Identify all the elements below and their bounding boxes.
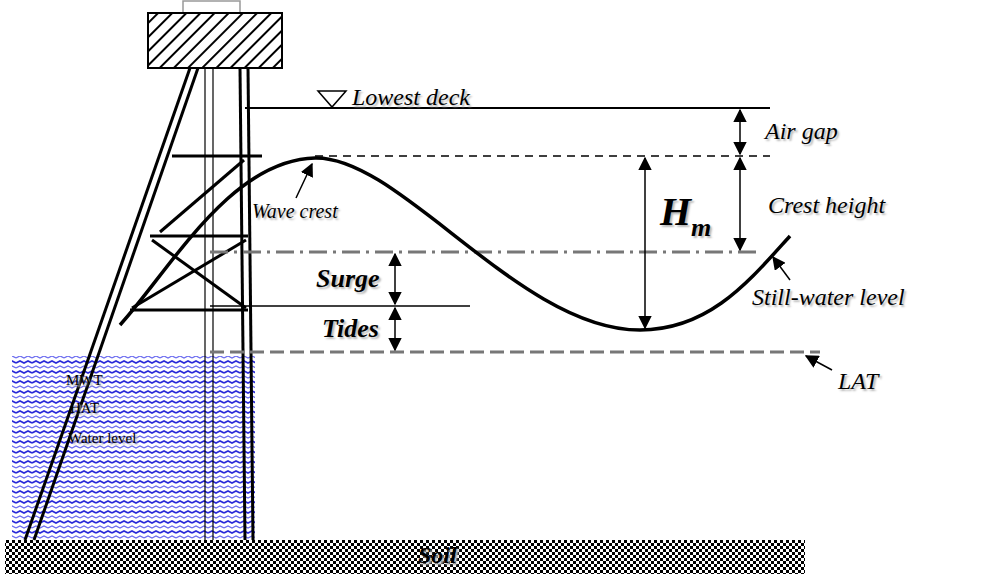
dimension-label: Surge: [316, 265, 380, 294]
dimension-label: Crest height: [768, 192, 885, 218]
dimension-label: Air gap: [765, 118, 838, 144]
dimension-arrows: [395, 110, 740, 350]
crest-level-line: [315, 155, 770, 157]
wave-profile: [120, 158, 790, 330]
deck-level-line: [245, 107, 770, 109]
deck-module: [183, 1, 240, 13]
dimension-subscript: m: [691, 214, 711, 243]
level-label: Lowest deck: [352, 84, 470, 110]
level-label: LAT: [838, 368, 878, 394]
dimension-symbol: H: [660, 190, 691, 234]
leader-lines: [296, 164, 832, 370]
soil-label: Soil: [418, 542, 457, 568]
jacket: [25, 68, 262, 540]
lat-line: [210, 351, 820, 354]
level-label: Still-water level: [752, 284, 905, 310]
still-water-line: [210, 251, 760, 254]
soil-band: [5, 540, 805, 574]
water-level-label: Water level: [68, 430, 136, 447]
callout-label: Wave crest: [252, 200, 338, 222]
level-symbol: [318, 91, 346, 107]
deck: [148, 13, 282, 68]
dimension-label: Tides: [322, 315, 379, 344]
water-level-label: HAT: [70, 400, 99, 417]
surge-tide-line: [210, 305, 470, 307]
water-region: [12, 356, 255, 540]
water-level-label: MWT: [66, 372, 103, 389]
